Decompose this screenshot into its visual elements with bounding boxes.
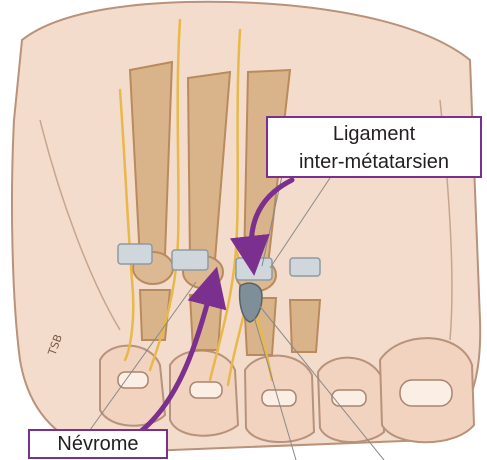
phalanx [290,300,320,352]
inter-metatarsal-ligament [118,244,152,264]
toenail [190,382,222,398]
nevrome-label: Névrome [57,433,138,455]
inter-metatarsal-ligament [290,258,320,276]
inter-metatarsal-ligament [172,250,208,270]
toenail [332,390,366,406]
nevrome-label-box: Névrome [28,429,168,459]
ligament-label-line1: Ligament [268,120,480,148]
toenail [400,380,452,406]
inter-metatarsal-ligament [236,258,272,280]
toenail [118,372,148,388]
ligament-label-line2: inter-métatarsien [268,148,480,176]
phalanx [140,290,170,340]
ligament-label-box: Ligament inter-métatarsien [266,116,482,178]
